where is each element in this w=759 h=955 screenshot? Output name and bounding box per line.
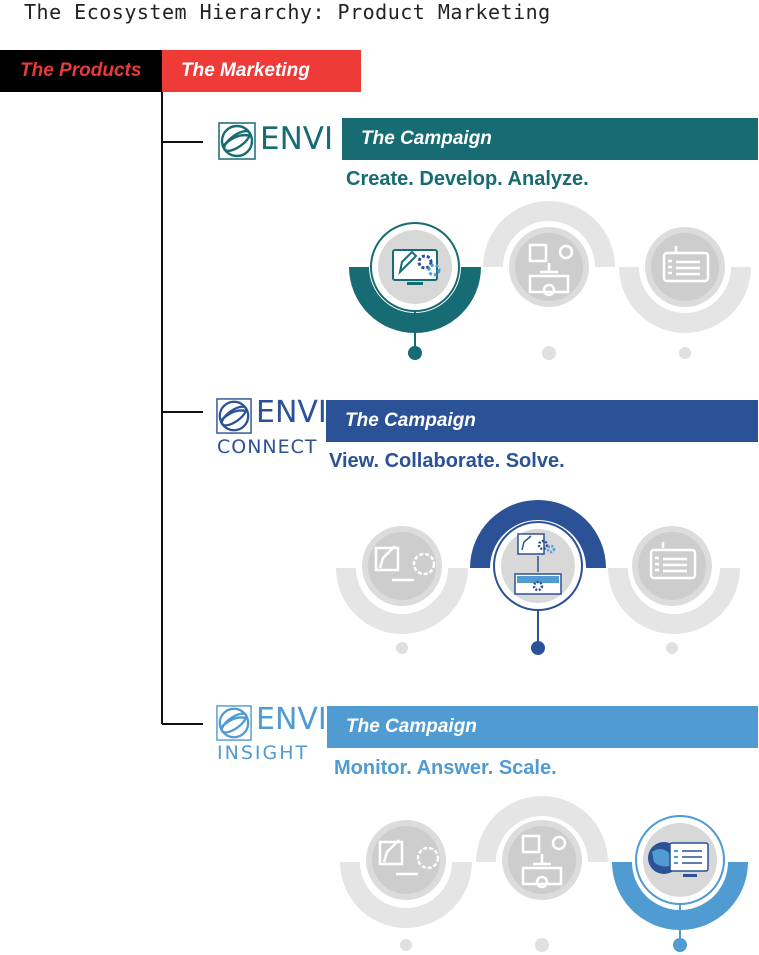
connect-stage-track [336, 500, 740, 655]
envi-globe-logo-icon [218, 122, 256, 160]
checklist-icon [649, 542, 697, 580]
connect-globe-logo-icon [216, 398, 252, 434]
checklist-icon [662, 246, 710, 283]
header-marketing: The Marketing [162, 50, 361, 92]
envi-tagline: Create. Develop. Analyze. [346, 168, 589, 190]
connect-stage-2-dot [531, 641, 545, 655]
insight-stage-1-arc [340, 862, 472, 928]
page-title: The Ecosystem Hierarchy: Product Marketi… [24, 0, 551, 24]
insight-logo-sub: INSIGHT [217, 742, 310, 764]
connect-stage-3-arc [608, 568, 740, 634]
connect-tagline: View. Collaborate. Solve. [329, 450, 565, 472]
insight-globe-logo-icon [216, 705, 252, 741]
envi-campaign-bar: The Campaign [342, 118, 758, 160]
edit-flow-monitor-icon [521, 834, 567, 889]
insight-campaign-bar: The Campaign [327, 706, 758, 748]
edit-flow-monitor-icon [514, 533, 562, 595]
envi-stage-1-arc [349, 267, 481, 333]
envi-stage-2-arc [483, 201, 615, 267]
connect-campaign-bar: The Campaign [326, 400, 758, 442]
insight-stage-3-dot [673, 938, 687, 952]
globe-checklist-icon [648, 842, 709, 877]
insight-stage-2-arc [476, 796, 608, 862]
edit-flow-monitor-icon [528, 243, 574, 297]
envi-stage-1-dot [408, 346, 422, 360]
edit-gear-icon [378, 839, 440, 876]
envi-stage-2-dot [542, 346, 556, 360]
envi-stage-track [349, 201, 751, 360]
envi-logo-word: ENVI [260, 121, 334, 157]
insight-logo-word: ENVI [256, 702, 327, 737]
connect-logo-word: ENVI [256, 395, 327, 430]
header-products: The Products [0, 50, 162, 92]
insight-stage-3-arc [612, 862, 748, 930]
connect-logo-sub: CONNECT [217, 436, 318, 458]
edit-gear-icon [374, 545, 436, 582]
connect-stage-1-dot [396, 642, 408, 654]
insight-stage-track [340, 796, 748, 952]
connect-stage-3-dot [666, 642, 678, 654]
connect-stage-2-arc [470, 500, 606, 568]
envi-stage-3-arc [619, 267, 751, 333]
envi-stage-3-dot [679, 347, 691, 359]
connect-stage-1-arc [336, 568, 468, 634]
insight-stage-2-dot [535, 938, 549, 952]
insight-stage-1-dot [400, 939, 412, 951]
insight-tagline: Monitor. Answer. Scale. [334, 757, 557, 779]
edit-gears-monitor-icon [392, 249, 441, 285]
